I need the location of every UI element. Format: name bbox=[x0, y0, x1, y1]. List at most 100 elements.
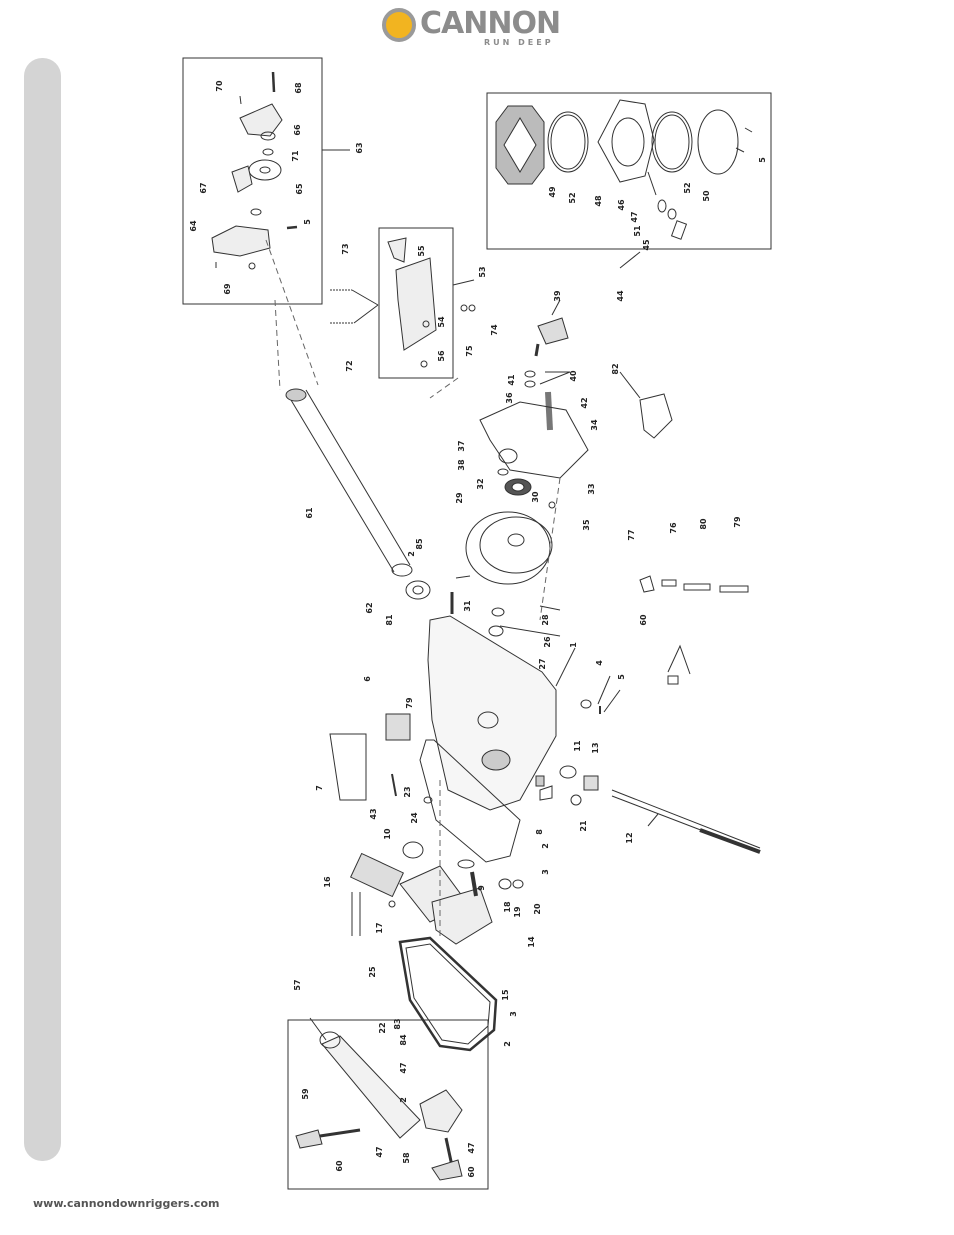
part-label-43: 43 bbox=[369, 808, 378, 819]
cannon-logo: CANNON RUN DEEP bbox=[380, 6, 580, 48]
part-label-75: 75 bbox=[465, 345, 474, 357]
part-label-32: 32 bbox=[476, 478, 485, 489]
leader-lines bbox=[309, 149, 659, 1041]
part-label-44: 44 bbox=[616, 290, 625, 302]
part-label-2: 2 bbox=[541, 843, 550, 849]
part-label-61: 61 bbox=[305, 507, 314, 519]
part-label-81: 81 bbox=[385, 614, 394, 626]
part-label-7: 7 bbox=[315, 785, 324, 791]
part-label-37: 37 bbox=[457, 440, 466, 451]
part-label-58: 58 bbox=[402, 1152, 411, 1164]
logo-tagline: RUN DEEP bbox=[484, 38, 554, 47]
part-label-67: 67 bbox=[199, 182, 208, 193]
part-label-30: 30 bbox=[531, 491, 540, 503]
part-label-69: 69 bbox=[223, 283, 232, 295]
part-label-47: 47 bbox=[399, 1062, 408, 1073]
inset-box-44 bbox=[486, 92, 772, 250]
part-label-76: 76 bbox=[669, 522, 678, 534]
part-label-57: 57 bbox=[293, 979, 302, 990]
part-label-12: 12 bbox=[625, 832, 634, 843]
part-label-68: 68 bbox=[294, 82, 303, 94]
part-label-52: 52 bbox=[568, 192, 577, 203]
part-label-3: 3 bbox=[509, 1011, 518, 1017]
part-label-25: 25 bbox=[368, 966, 377, 978]
part-label-74: 74 bbox=[490, 324, 499, 336]
part-label-73: 73 bbox=[341, 243, 350, 254]
part-label-5: 5 bbox=[303, 219, 312, 225]
power-cord-assembly bbox=[535, 765, 761, 854]
part-label-66: 66 bbox=[293, 124, 302, 136]
part-label-17: 17 bbox=[375, 922, 384, 933]
part-label-24: 24 bbox=[410, 812, 419, 824]
part-label-36: 36 bbox=[505, 392, 514, 404]
part-label-77: 77 bbox=[627, 529, 636, 540]
part-label-80: 80 bbox=[699, 518, 708, 530]
part-label-82: 82 bbox=[611, 363, 620, 374]
part-label-48: 48 bbox=[594, 195, 603, 207]
part-label-6: 6 bbox=[363, 676, 372, 682]
part-label-59: 59 bbox=[301, 1088, 310, 1100]
part-label-60: 60 bbox=[639, 614, 648, 626]
part-label-52: 52 bbox=[683, 182, 692, 193]
part-label-47: 47 bbox=[630, 211, 639, 222]
part-label-62: 62 bbox=[365, 602, 374, 613]
part-label-39: 39 bbox=[553, 290, 562, 302]
part-label-40: 40 bbox=[569, 370, 578, 382]
snap-and-connectors bbox=[639, 575, 749, 685]
part-label-2: 2 bbox=[503, 1041, 512, 1047]
part-label-31: 31 bbox=[463, 600, 472, 612]
part-label-65: 65 bbox=[295, 183, 304, 195]
part-label-38: 38 bbox=[457, 459, 466, 471]
part-label-10: 10 bbox=[383, 828, 392, 840]
website-url: www.cannondownriggers.com bbox=[33, 1197, 220, 1210]
part-label-18: 18 bbox=[503, 901, 512, 913]
part-label-20: 20 bbox=[533, 903, 542, 915]
part-label-41: 41 bbox=[507, 374, 516, 386]
part-label-45: 45 bbox=[642, 239, 651, 251]
part-label-22: 22 bbox=[378, 1022, 387, 1033]
part-label-19: 19 bbox=[513, 906, 522, 918]
part-label-4: 4 bbox=[595, 660, 604, 666]
spool-assembly bbox=[450, 317, 673, 637]
inset-box-57 bbox=[287, 1019, 489, 1190]
inset-box-53 bbox=[378, 227, 454, 379]
part-label-50: 50 bbox=[702, 190, 711, 202]
part-label-11: 11 bbox=[573, 740, 582, 752]
part-label-13: 13 bbox=[591, 742, 600, 753]
part-label-9: 9 bbox=[477, 885, 486, 891]
handle-assembly-57 bbox=[295, 1031, 463, 1181]
part-label-63: 63 bbox=[355, 142, 364, 153]
motor-assembly bbox=[349, 841, 524, 945]
part-label-16: 16 bbox=[323, 876, 332, 888]
part-label-84: 84 bbox=[399, 1034, 408, 1046]
part-label-15: 15 bbox=[501, 989, 510, 1001]
part-label-83: 83 bbox=[393, 1018, 402, 1029]
part-label-26: 26 bbox=[543, 636, 552, 648]
part-label-49: 49 bbox=[548, 186, 557, 198]
main-housing-1 bbox=[427, 615, 601, 811]
part-label-34: 34 bbox=[590, 419, 599, 431]
part-label-72: 72 bbox=[345, 360, 354, 371]
part-label-70: 70 bbox=[215, 80, 224, 92]
part-label-64: 64 bbox=[189, 220, 198, 232]
lower-gasket-15 bbox=[398, 936, 498, 1052]
part-label-56: 56 bbox=[437, 350, 446, 362]
fairlead-assembly-44 bbox=[495, 99, 753, 240]
logo-sun-icon bbox=[382, 8, 416, 42]
part-label-47: 47 bbox=[467, 1142, 476, 1153]
part-label-42: 42 bbox=[580, 397, 589, 408]
part-label-35: 35 bbox=[582, 519, 591, 531]
part-label-8: 8 bbox=[535, 829, 544, 835]
part-label-33: 33 bbox=[587, 483, 596, 494]
part-label-60: 60 bbox=[467, 1166, 476, 1178]
part-label-27: 27 bbox=[538, 658, 547, 669]
side-bar bbox=[24, 58, 61, 1161]
part-label-55: 55 bbox=[417, 245, 426, 257]
base-mount-assembly-53 bbox=[330, 237, 476, 368]
part-label-14: 14 bbox=[527, 936, 536, 948]
part-label-54: 54 bbox=[437, 316, 446, 328]
part-label-21: 21 bbox=[579, 820, 588, 832]
part-label-79: 79 bbox=[405, 697, 414, 709]
part-label-5: 5 bbox=[617, 674, 626, 680]
